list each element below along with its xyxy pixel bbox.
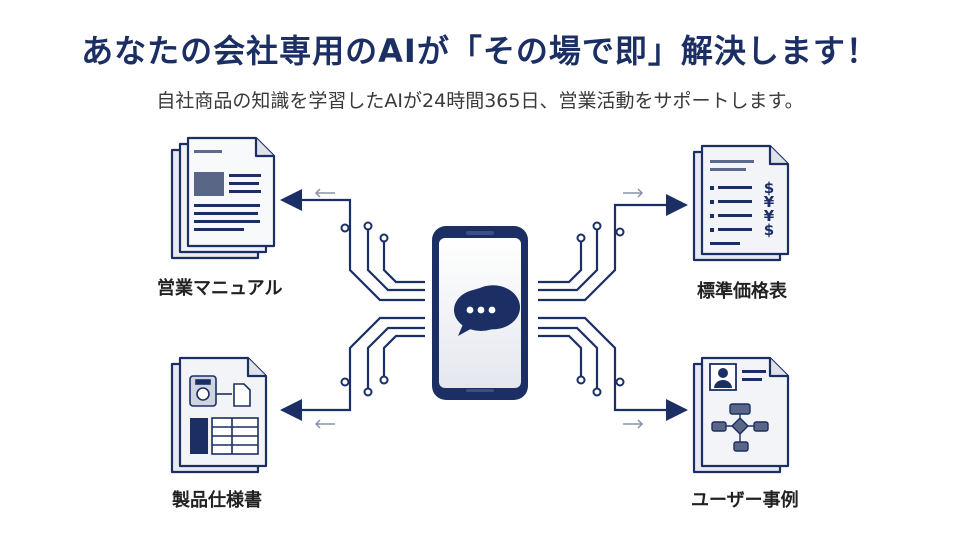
spec-sheet-label: 製品仕様書 (172, 490, 262, 511)
case-study-content (709, 363, 769, 452)
spec-sheet-document-icon (170, 356, 268, 474)
connector-lines (300, 198, 668, 412)
chat-bubble-icon (454, 285, 520, 336)
manual-document-icon (170, 136, 276, 260)
arrow-to-manual-icon (280, 189, 302, 211)
price-table-content (710, 160, 754, 245)
arrow-to-case-icon (666, 399, 688, 421)
spec-sheet-content (189, 375, 259, 455)
connector-manual (300, 198, 425, 302)
currency-symbol: $ (764, 221, 774, 239)
page-title: あなたの会社専用のAIが「その場で即」解決します！ (81, 32, 879, 70)
currency-symbol: ¥ (764, 207, 775, 225)
case-study-document-icon (692, 356, 790, 474)
connector-price (538, 203, 668, 302)
page-subtitle: 自社商品の知識を学習したAIが24時間365日、営業活動をサポートします。 (156, 90, 804, 112)
currency-symbols: $ ¥ ¥ $ (764, 179, 775, 239)
price-table-document-icon (692, 144, 790, 262)
arrow-to-spec-icon (280, 399, 302, 421)
manual-document-content (194, 150, 261, 231)
connector-case (538, 316, 668, 412)
arrow-to-price-icon (666, 194, 688, 216)
case-study-label: ユーザー事例 (691, 490, 799, 511)
circuit-nodes (340, 221, 625, 397)
user-avatar-icon (718, 368, 728, 378)
connector-spec (300, 316, 425, 412)
manual-label: 営業マニュアル (157, 278, 283, 299)
flowchart-icon (711, 403, 769, 452)
price-table-label: 標準価格表 (697, 281, 787, 302)
currency-symbol: $ (764, 179, 774, 197)
currency-symbol: ¥ (764, 193, 775, 211)
